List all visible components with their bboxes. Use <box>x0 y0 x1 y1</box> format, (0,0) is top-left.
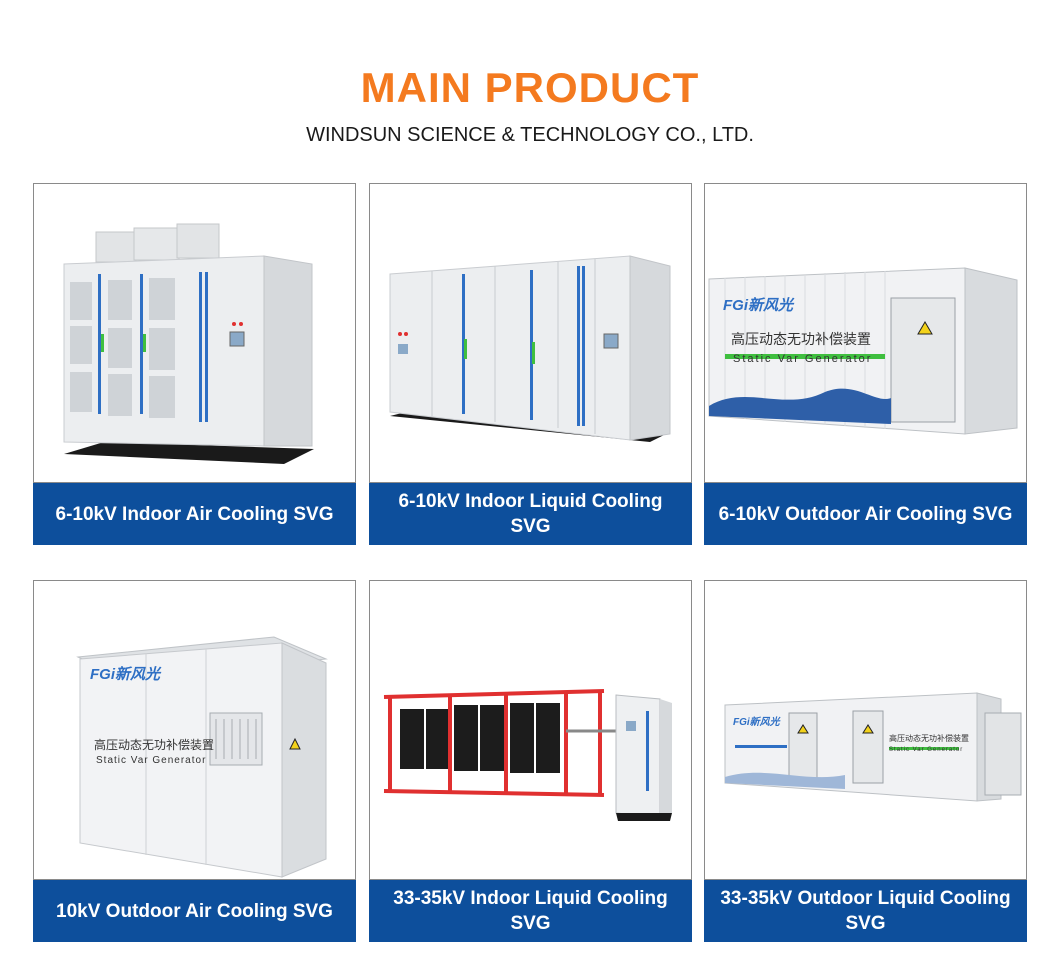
product-image[interactable]: FGi新风光 高压动态无功补偿装置 Static Var Generator <box>704 183 1027 483</box>
product-card-10kv-outdoor[interactable]: FGi新风光 高压动态无功补偿装置 Static Var Generator 1… <box>33 580 356 942</box>
cn-caption: 高压动态无功补偿装置 <box>94 737 214 752</box>
product-label: 33-35kV Outdoor Liquid Cooling SVG <box>704 880 1027 942</box>
product-label: 6-10kV Indoor Liquid Cooling SVG <box>369 483 692 545</box>
product-card-outdoor-air-cooling[interactable]: FGi新风光 高压动态无功补偿装置 Static Var Generator 6… <box>704 183 1027 545</box>
product-label: 33-35kV Indoor Liquid Cooling SVG <box>369 880 692 942</box>
long-container-icon: FGi新风光 高压动态无功补偿装置 Static Var Generator <box>724 692 1022 802</box>
product-card-indoor-liquid-cooling[interactable]: 6-10kV Indoor Liquid Cooling SVG <box>369 183 692 545</box>
product-image[interactable] <box>369 580 692 880</box>
product-card-33-35kv-indoor-liquid[interactable]: 33-35kV Indoor Liquid Cooling SVG <box>369 580 692 942</box>
product-image[interactable]: FGi新风光 高压动态无功补偿装置 Static Var Generator <box>33 580 356 880</box>
en-caption: Static Var Generator <box>733 353 872 365</box>
outdoor-kiosk-icon: FGi新风光 高压动态无功补偿装置 Static Var Generator <box>76 636 328 878</box>
indoor-liquid-cooling-cabinet-icon <box>389 255 671 442</box>
product-image[interactable]: FGi新风光 高压动态无功补偿装置 Static Var Generator <box>704 580 1027 880</box>
product-card-indoor-air-cooling[interactable]: 6-10kV Indoor Air Cooling SVG <box>33 183 356 545</box>
cn-caption: 高压动态无功补偿装置 <box>731 331 871 348</box>
brand-logo: FGi新风光 <box>90 665 162 683</box>
en-caption: Static Var Generator <box>889 747 963 753</box>
company-name: WINDSUN SCIENCE & TECHNOLOGY CO., LTD. <box>306 124 754 146</box>
product-image[interactable] <box>33 183 356 483</box>
cn-caption: 高压动态无功补偿装置 <box>889 733 969 743</box>
product-label: 6-10kV Outdoor Air Cooling SVG <box>704 483 1027 545</box>
product-image[interactable] <box>369 183 692 483</box>
product-label: 10kV Outdoor Air Cooling SVG <box>33 880 356 942</box>
brand-logo: FGi新风光 <box>733 716 781 728</box>
liquid-cooling-rack-icon <box>383 689 672 821</box>
indoor-air-cooling-cabinet-icon <box>63 223 314 464</box>
en-caption: Static Var Generator <box>96 755 206 766</box>
brand-logo: FGi新风光 <box>723 296 795 314</box>
product-card-33-35kv-outdoor-liquid[interactable]: FGi新风光 高压动态无功补偿装置 Static Var Generator 3… <box>704 580 1027 942</box>
page-title: MAIN PRODUCT <box>360 64 700 111</box>
product-label: 6-10kV Indoor Air Cooling SVG <box>33 483 356 545</box>
outdoor-container-icon: FGi新风光 高压动态无功补偿装置 Static Var Generator <box>708 267 1018 435</box>
